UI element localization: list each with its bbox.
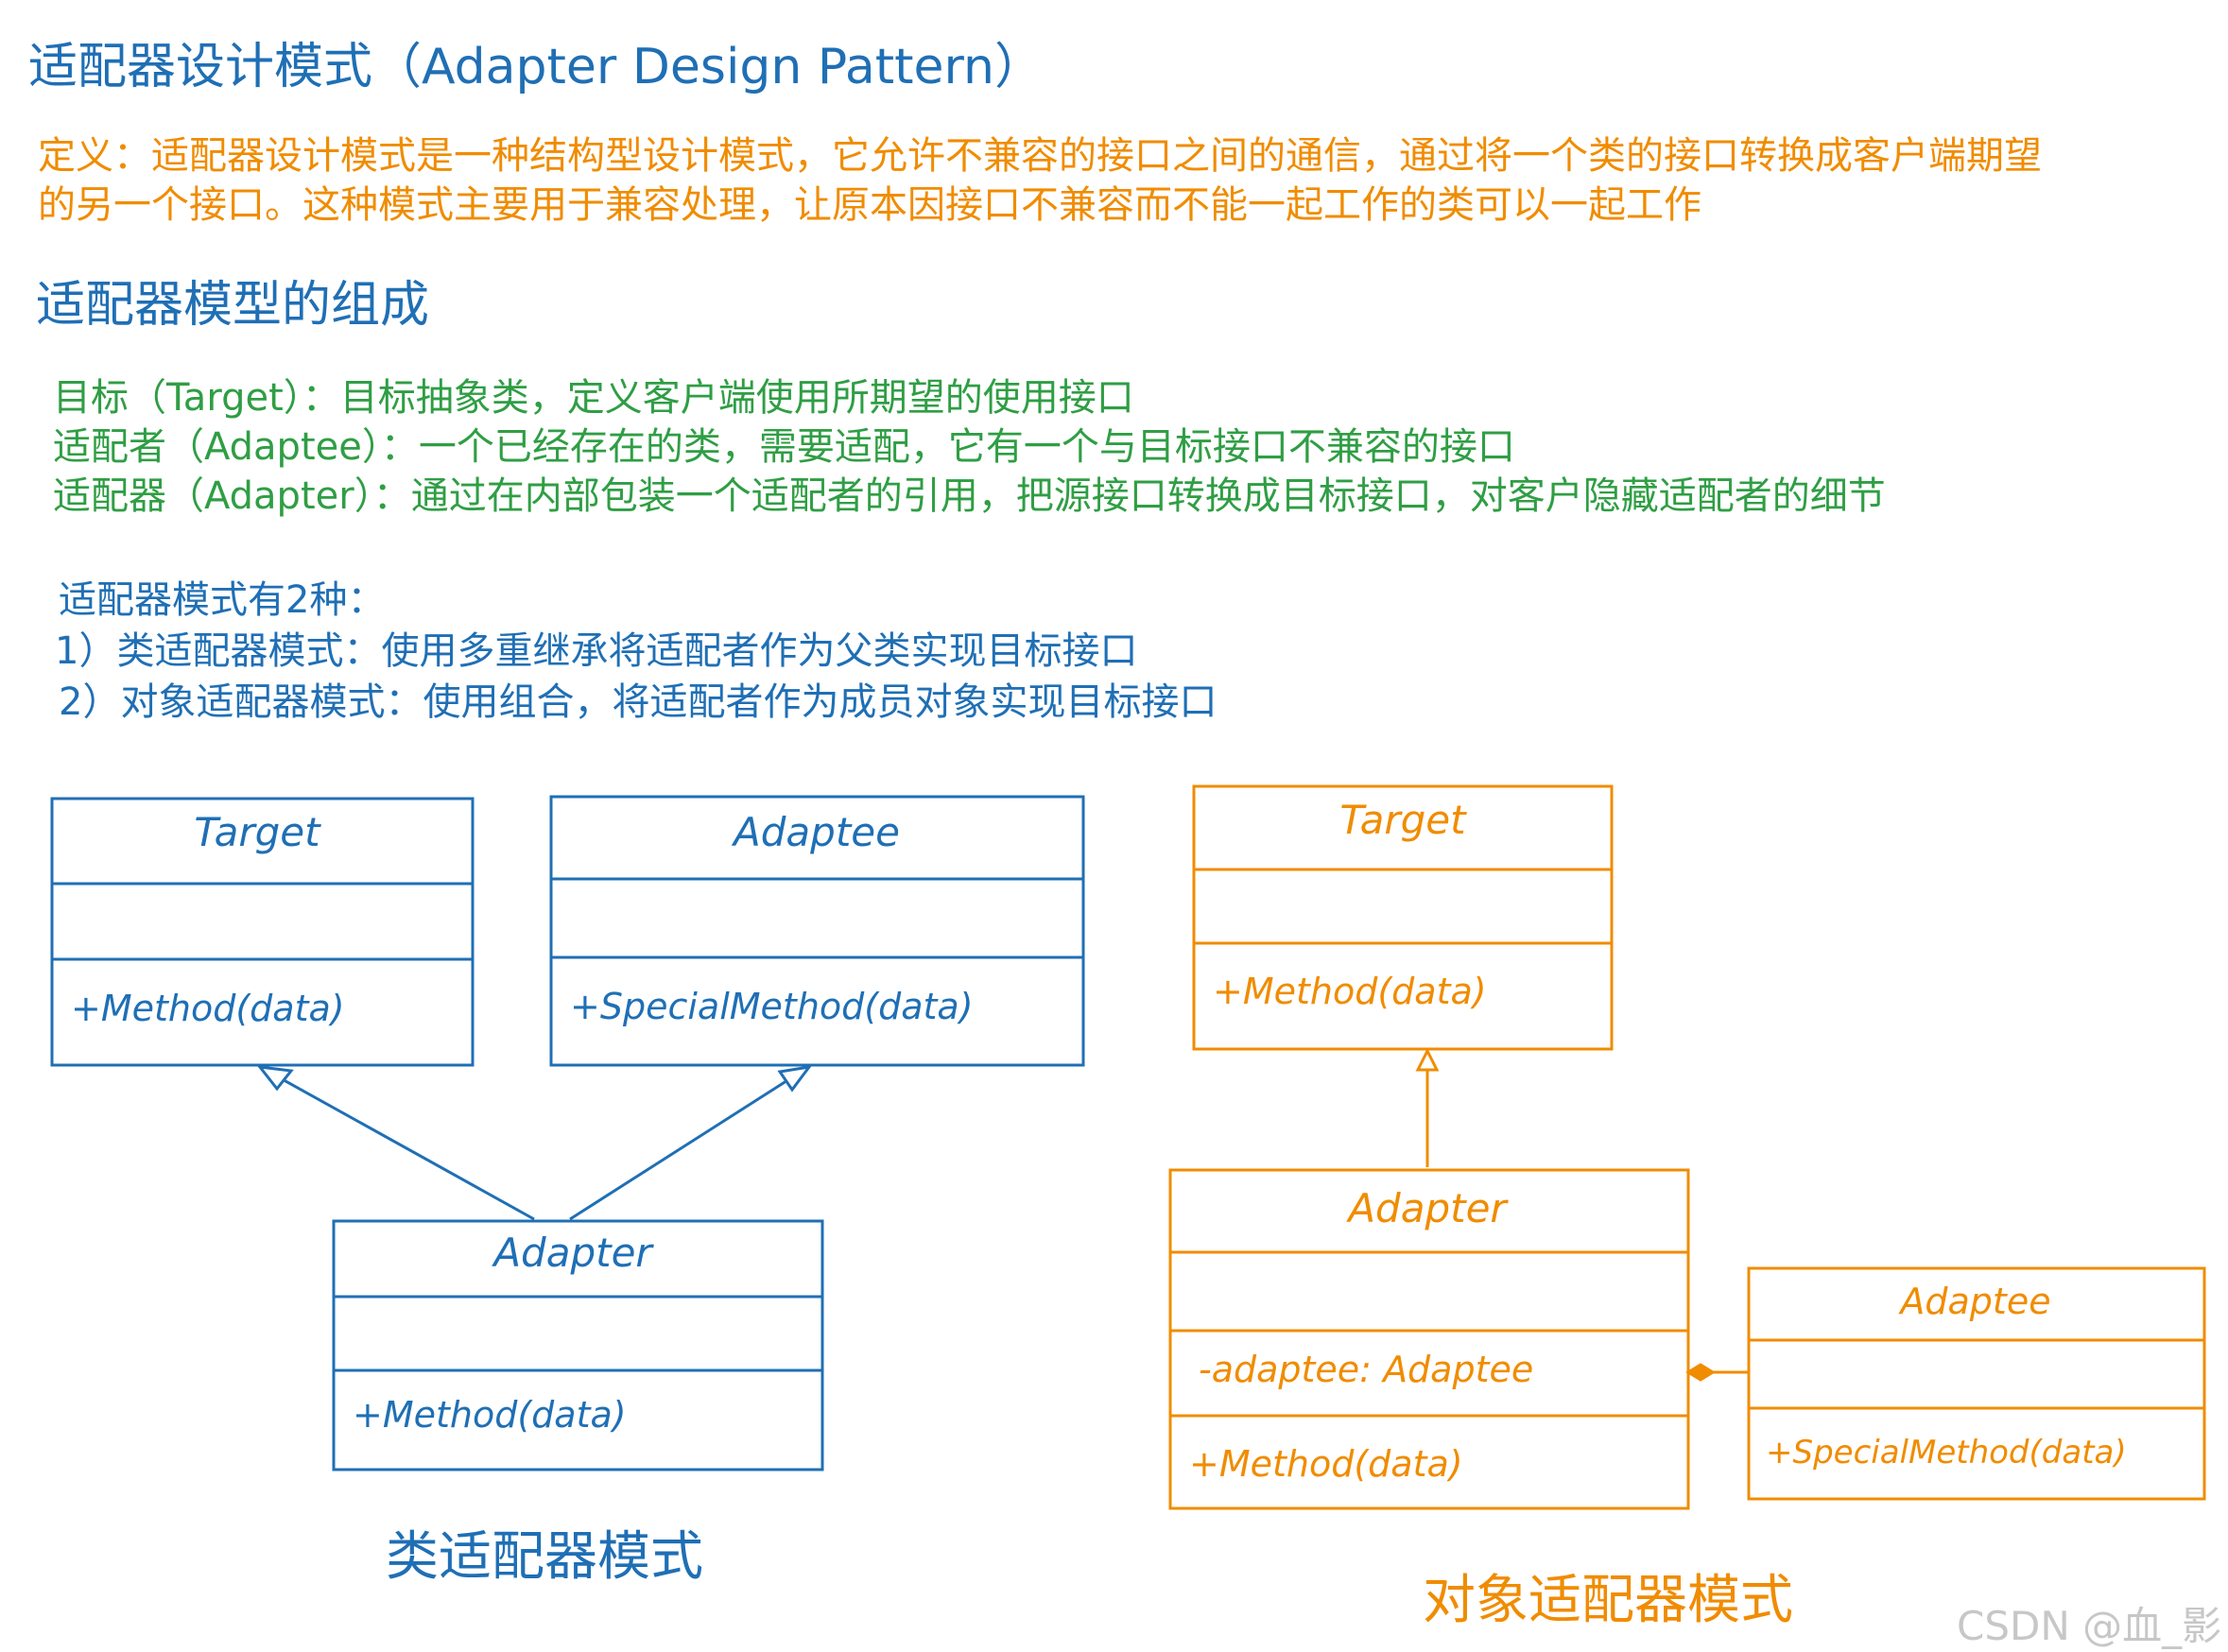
inherit-line-to-target [278, 1076, 535, 1221]
components-heading: 适配器模型的组成 [36, 277, 430, 334]
type-object-adapter: 2）对象适配器模式：使用组合，将适配者作为成员对象实现目标接口 [59, 680, 1218, 724]
inherit-arrowhead-target [256, 1065, 294, 1092]
object-adapter-box [1168, 1168, 1690, 1510]
component-target: 目标（Target）：目标抽象类，定义客户端使用所期望的使用接口 [53, 376, 1134, 420]
inherit-line-to-adaptee [569, 1076, 793, 1221]
class-adapter-box [332, 1219, 824, 1471]
class-adapter-method: +Method(data) [353, 1394, 627, 1436]
class-target-method: +Method(data) [71, 988, 345, 1029]
object-adapter-field: -adaptee: Adaptee [1199, 1349, 1533, 1390]
class-adapter-name: Adapter [491, 1230, 654, 1276]
class-adaptee-box [549, 795, 1085, 1067]
type-class-adapter: 1）类适配器模式：使用多重继承将适配者作为父类实现目标接口 [55, 629, 1138, 673]
page-title: 适配器设计模式（Adapter Design Pattern） [28, 39, 1044, 95]
class-target-name: Target [194, 809, 321, 855]
object-target-name: Target [1339, 797, 1467, 843]
component-adaptee: 适配者（Adaptee）：一个已经存在的类，需要适配，它有一个与目标接口不兼容的… [53, 425, 1515, 469]
class-adaptee-method: +SpecialMethod(data) [570, 986, 974, 1027]
object-adapter-method: +Method(data) [1189, 1443, 1463, 1485]
composition-diamond [1685, 1363, 1716, 1382]
class-adapter-diagram [50, 795, 1085, 1471]
class-adaptee-name: Adaptee [731, 809, 900, 855]
object-adaptee-box [1747, 1266, 2206, 1501]
inherit-arrowhead-adaptee [777, 1064, 813, 1093]
class-adapter-caption: 类适配器模式 [386, 1526, 703, 1588]
definition-line-2: 的另一个接口。这种模式主要用于兼容处理，让原本因接口不兼容而不能一起工作的类可以… [38, 183, 1701, 227]
watermark: CSDN @血_影 [1957, 1603, 2222, 1649]
component-adapter: 适配器（Adapter）：通过在内部包装一个适配者的引用，把源接口转换成目标接口… [53, 474, 1886, 518]
types-heading: 适配器模式有2种： [59, 578, 386, 622]
definition-line-1: 定义：适配器设计模式是一种结构型设计模式，它允许不兼容的接口之间的通信，通过将一… [38, 134, 2042, 178]
class-target-box [50, 797, 475, 1067]
object-adaptee-method: +SpecialMethod(data) [1766, 1434, 2127, 1471]
object-target-box [1192, 784, 1614, 1051]
object-adaptee-name: Adaptee [1897, 1281, 2050, 1322]
object-adapter-diagram [1168, 784, 2206, 1510]
object-adapter-caption: 对象适配器模式 [1423, 1570, 1793, 1631]
object-adapter-name: Adapter [1345, 1185, 1509, 1231]
inherit-arrowhead-object-target [1415, 1047, 1440, 1072]
object-target-method: +Method(data) [1213, 971, 1487, 1012]
